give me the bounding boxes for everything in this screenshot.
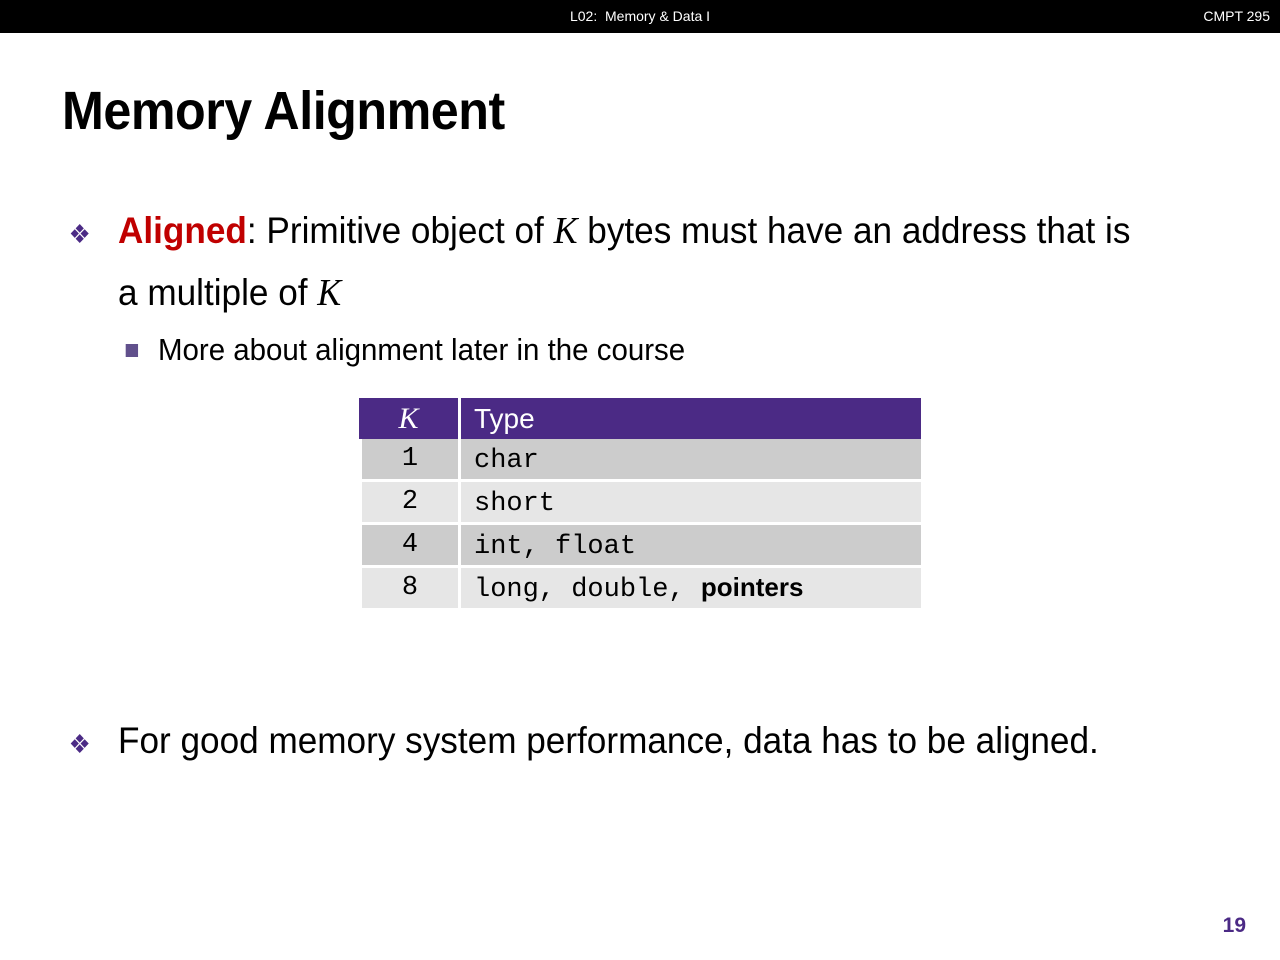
banner-lecture-title: L02: Memory & Data I — [569, 8, 711, 24]
table-header-k: K — [359, 398, 461, 439]
bullet-text-part-2: bytes must have an address that is a mul… — [118, 210, 1131, 313]
banner-course-code: CMPT 295 — [1203, 8, 1270, 24]
page-title: Memory Alignment — [62, 81, 505, 141]
bullet-text-part-1: : Primitive object of — [246, 210, 554, 251]
keyword-aligned: Aligned — [118, 210, 247, 251]
table-row: 8 long, double, pointers — [359, 568, 921, 611]
table-row: 4 int, float — [359, 525, 921, 568]
type-mono-text: short — [474, 488, 556, 519]
math-variable-k-2: K — [317, 272, 342, 314]
table-cell-type: char — [461, 439, 921, 482]
top-banner: L02: Memory & Data I CMPT 295 — [0, 0, 1280, 33]
type-sans-text: pointers — [700, 571, 804, 602]
table-cell-type: int, float — [461, 525, 921, 568]
table-row: 1 char — [359, 439, 921, 482]
math-variable-k-1: K — [553, 210, 578, 252]
bullet-aligned-definition: ❖ Aligned: Primitive object of K bytes mu… — [69, 200, 1144, 324]
bullet-label: For good memory system performance, data… — [118, 720, 1099, 761]
table-header-type: Type — [461, 398, 921, 439]
diamond-bullet-icon: ❖ — [68, 729, 91, 759]
table-cell-k: 4 — [359, 525, 461, 568]
table-header-row: K Type — [359, 398, 921, 439]
table-row: 2 short — [359, 482, 921, 525]
table-cell-k: 1 — [359, 439, 461, 482]
table-cell-type: long, double, pointers — [461, 568, 921, 611]
square-bullet-icon — [125, 344, 139, 357]
alignment-table: K Type 1 char 2 short 4 int, float 8 lon… — [359, 398, 921, 611]
sub-bullet-more-about-alignment: More about alignment later in the course — [125, 328, 1108, 372]
bullet-performance-statement: ❖ For good memory system performance, dat… — [69, 710, 1144, 771]
type-mono-text: int, float — [474, 531, 637, 562]
type-mono-text: long, double, — [474, 574, 701, 605]
type-mono-text: char — [474, 445, 539, 476]
sub-bullet-label: More about alignment later in the course — [158, 332, 686, 367]
slide-number: 19 — [1222, 914, 1246, 937]
table-cell-type: short — [461, 482, 921, 525]
table-cell-k: 8 — [359, 568, 461, 611]
table-cell-k: 2 — [359, 482, 461, 525]
diamond-bullet-icon: ❖ — [68, 219, 91, 249]
